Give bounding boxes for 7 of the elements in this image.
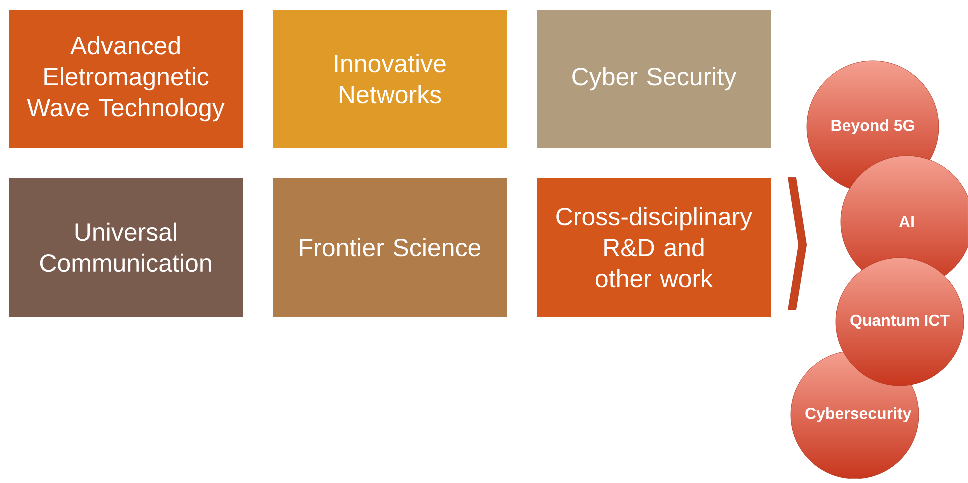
topic-box: Innovative Networks	[273, 10, 507, 148]
topic-box: Advanced Eletromagnetic Wave Technology	[9, 10, 243, 148]
topic-box: Frontier Science	[273, 178, 507, 317]
topic-box: Universal Communication	[9, 178, 243, 317]
chevron-arrow	[788, 178, 807, 310]
topic-box: Cyber Security	[537, 10, 771, 148]
topic-box: Cross-disciplinary R&D and other work	[537, 178, 771, 317]
